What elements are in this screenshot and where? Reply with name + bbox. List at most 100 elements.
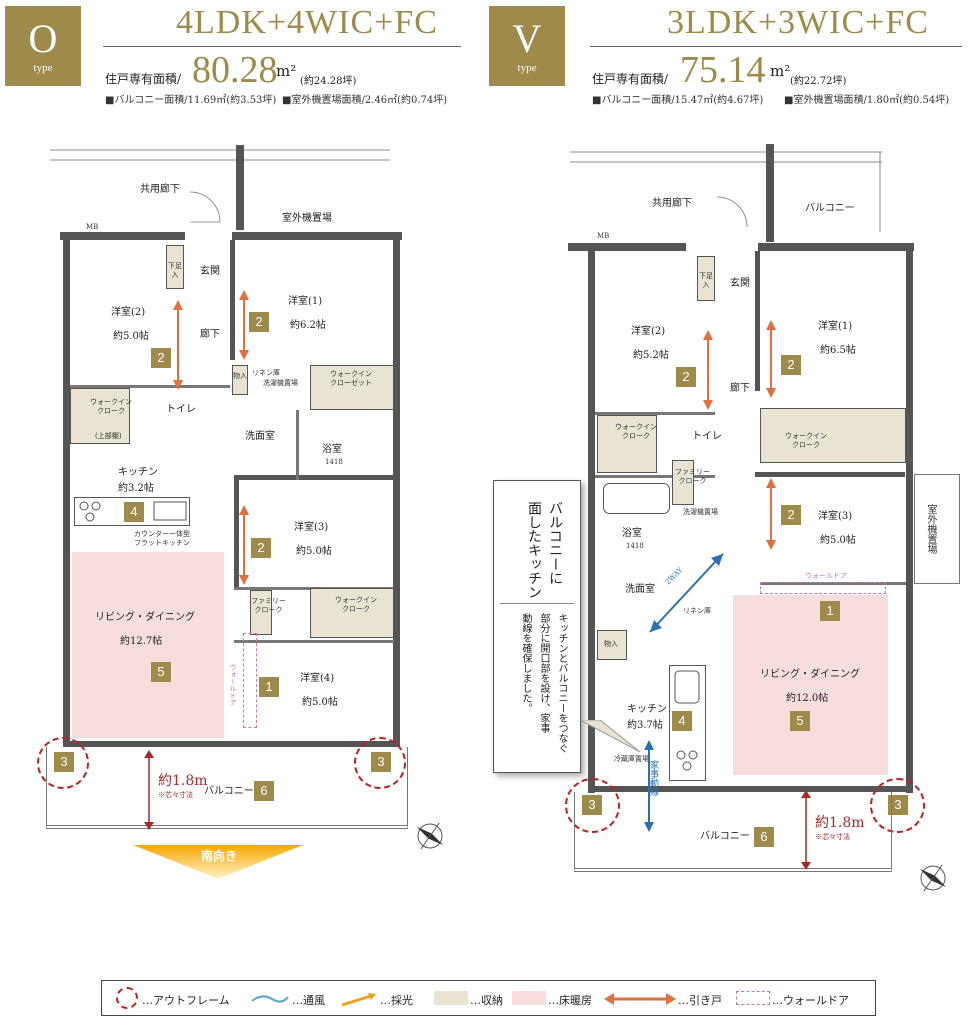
type-o-area-tsubo: (約24.28坪) [300, 76, 357, 87]
type-o-wic-left-label: ウォークイン クローク [90, 398, 132, 415]
type-o-area-unit: m² [276, 62, 297, 80]
type-v-bath-num: 1418 [626, 542, 644, 550]
type-o-walldoor-label: ウォールドア [229, 664, 237, 706]
type-o-outframe-left [37, 737, 89, 789]
type-o-wall-mid [230, 240, 235, 360]
type-v-chore-label: 家事動線 [648, 760, 658, 796]
type-o-shoe-storage [166, 245, 184, 289]
type-v-mono [597, 630, 627, 660]
type-v-family-label: ファミリー クローク [675, 468, 710, 485]
type-o-sliding-arrow-1 [173, 300, 183, 390]
note-title-a: バルコニーに [547, 501, 563, 585]
type-o-sliding-arrow-2 [239, 290, 249, 360]
type-o-layout-title: 4LDK+4WIC+FC [176, 4, 438, 41]
legend-storage-icon [434, 991, 468, 1005]
type-o-wic-left [70, 388, 130, 444]
type-v-shoe-label: 下足入 [699, 272, 713, 289]
type-v-senmen: 洗面室 [625, 584, 655, 595]
type-o-wall-left [63, 232, 70, 747]
type-o-shoe-label: 下足入 [168, 262, 182, 279]
type-v-depth-label: 約1.8m [815, 815, 865, 831]
note-body-a: キッチンとバルコニーをつなぐ [556, 613, 567, 753]
type-v-wall-mid4 [760, 582, 906, 585]
type-v-corridor-lines [570, 144, 882, 242]
type-o-room3: 洋室(3) [294, 522, 329, 533]
type-o-mark-2b: 2 [249, 312, 269, 332]
type-o-wall-top-right [232, 232, 402, 240]
type-v-ld: リビング・ダイニング [760, 669, 860, 680]
type-v-sliding-arrow-1 [703, 330, 713, 410]
note-pointer [579, 720, 641, 753]
type-v-linen: リネン庫 [683, 607, 711, 615]
legend-sliding: …引き戸 [678, 994, 722, 1007]
type-v-shoe-storage [697, 256, 715, 301]
type-o-area-value: 80.28 [192, 49, 278, 91]
type-v-mono-label: 物入 [604, 640, 618, 648]
type-o-wall-mid3 [234, 477, 239, 587]
type-v-balcony: バルコニー [700, 831, 750, 842]
type-v-mark-2b: 2 [781, 355, 801, 375]
type-v-wall-mid3 [595, 412, 715, 415]
type-o-family-label: ファミリー クローク [251, 597, 286, 614]
type-o-room4-size: 約5.0帖 [302, 697, 338, 708]
type-o-common-corridor: 共用廊下 [140, 184, 180, 195]
type-v-room1: 洋室(1) [818, 321, 853, 332]
type-o-area-label: 住戸専有面積/ [105, 72, 182, 86]
type-o-depth-label: 約1.8m [158, 773, 208, 789]
type-o-room3-size: 約5.0帖 [296, 546, 332, 557]
type-v-bath: 浴室 [622, 528, 642, 539]
type-v-wall-top-right [758, 243, 914, 251]
type-v-balcony-top: バルコニー [805, 203, 855, 214]
type-v-laundry: 洗濯機置場 [683, 508, 718, 516]
legend-floorheat: …床暖房 [548, 994, 592, 1007]
type-o-wall-right [393, 232, 400, 747]
type-o-kitchen-size: 約3.2帖 [118, 483, 154, 494]
type-v-2way-arrow [649, 553, 724, 633]
type-v-outdoor-label: 室外機置場 [925, 504, 936, 554]
type-v-depth-note: ※芯々寸法 [815, 833, 850, 841]
type-o-room4: 洋室(4) [300, 673, 335, 684]
type-o-mark-5: 5 [151, 662, 171, 682]
type-v-bathtub [603, 483, 670, 514]
type-v-room2-size: 約5.2帖 [633, 350, 669, 361]
type-v-area-unit: m² [770, 62, 791, 80]
type-o-room1-size: 約6.2帖 [290, 320, 326, 331]
type-o-counter-label: カウンター一体型 フラットキッチン [134, 530, 190, 547]
type-o-room2-size: 約5.0帖 [113, 331, 149, 342]
type-v-wall-top-left [568, 243, 686, 251]
type-o-balcony-area: ■バルコニー面積/11.69㎡(約3.53坪) [105, 95, 277, 106]
type-v-genkan: 玄関 [730, 278, 750, 289]
type-v-fridge: 冷蔵庫置場 [614, 755, 649, 763]
type-v-sliding-arrow-2 [766, 320, 776, 398]
type-v-depth-arrow [801, 790, 811, 870]
type-v-wall-right [906, 243, 913, 793]
legend-walldoor-icon [736, 991, 770, 1005]
note-title-b: 面したキッチン [526, 501, 542, 599]
type-o-wall-top-left [60, 232, 185, 240]
type-o-mb: MB [86, 223, 99, 231]
type-v-family-clk [672, 460, 694, 505]
legend-ventilation-icon [251, 995, 289, 1003]
type-o-toilet: トイレ [166, 404, 196, 415]
type-o-wic-top-label: ウォークイン クローゼット [330, 370, 372, 387]
type-o-walldoor [243, 633, 257, 728]
type-v-floorheat-zone [733, 595, 888, 775]
type-v-room2: 洋室(2) [631, 326, 666, 337]
type-v-mark-4: 4 [672, 711, 692, 731]
type-o-bath-num: 1418 [325, 458, 343, 466]
type-o-mark-1: 1 [259, 677, 279, 697]
type-v-divider [590, 46, 962, 47]
type-o-room2: 洋室(2) [111, 307, 146, 318]
type-o-wic-top [310, 365, 394, 410]
type-v-mark-2a: 2 [676, 367, 696, 387]
type-o-compass-icon [416, 822, 444, 850]
legend-walldoor: …ウォールドア [772, 994, 849, 1007]
type-o-balcony-outline [46, 747, 408, 829]
type-o-sliding-arrow-3 [239, 505, 249, 585]
type-v-walldoor-label: ウォールドア [805, 572, 847, 580]
legend-ventilation: …通風 [292, 994, 325, 1007]
type-o-wic-up-label: (上部棚) [95, 432, 122, 440]
type-v-layout-title: 3LDK+3WIC+FC [667, 4, 929, 41]
type-o-mark-4: 4 [124, 502, 144, 522]
type-v-outdoor-box [914, 474, 960, 584]
